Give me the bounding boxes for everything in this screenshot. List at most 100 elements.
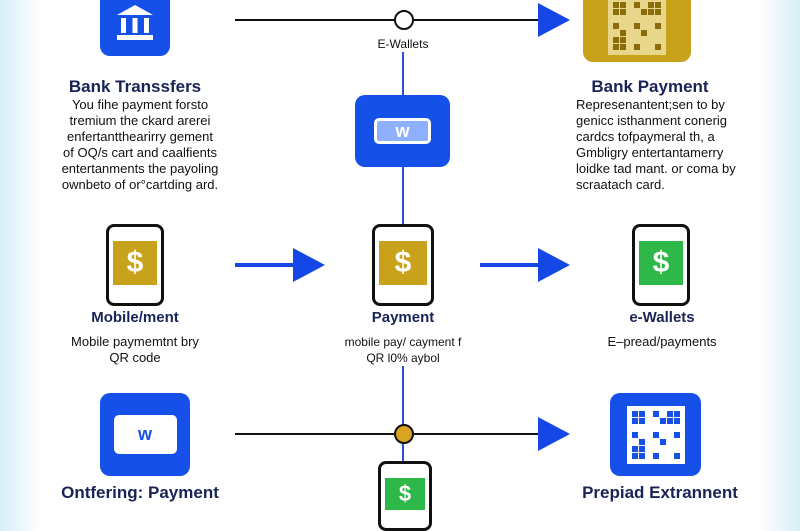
center-label-ewallets: E-Wallets — [377, 37, 429, 51]
qr-code-icon — [608, 0, 666, 55]
qr-module — [655, 37, 661, 43]
desc-line: QR l0% aybol — [366, 351, 440, 365]
qr-module — [639, 432, 645, 438]
dollar-icon: $ — [379, 241, 427, 285]
qr-module — [631, 431, 638, 438]
phone-icon-left: $ — [106, 224, 164, 306]
qr-module — [660, 411, 666, 417]
desc-line: Mobile paymemtnt bry — [71, 334, 199, 349]
bottom-node-circle — [394, 424, 414, 444]
bottom-connector — [235, 433, 540, 435]
qr-module — [667, 453, 673, 459]
qr-module — [659, 417, 666, 424]
offering-payment-title: Ontfering: Payment — [61, 483, 219, 502]
qr-module — [613, 9, 619, 15]
ewallets-desc: E–pread/payments — [577, 334, 747, 350]
desc-line: Gmbligry entertantamerry — [576, 145, 724, 160]
desc-line: mobile pay/ cayment f — [344, 335, 462, 349]
desc-line: entertanments the payoling — [61, 161, 219, 176]
qr-module — [638, 417, 645, 424]
qr-module — [646, 425, 652, 431]
phone-icon-right: $ — [632, 224, 690, 306]
qr-code-icon — [626, 405, 685, 464]
qr-module — [673, 431, 680, 438]
qr-module — [673, 452, 680, 459]
qr-module — [648, 44, 654, 50]
qr-module — [631, 452, 638, 459]
arrow-left — [293, 248, 325, 282]
qr-module — [652, 452, 659, 459]
qr-module — [634, 44, 640, 50]
qr-module — [613, 2, 619, 8]
dollar-icon: $ — [385, 478, 425, 510]
desc-line: QR code — [109, 350, 161, 365]
qr-module — [638, 438, 645, 445]
desc-line: E–pread/payments — [607, 334, 717, 349]
qr-module — [648, 30, 654, 36]
qr-module — [620, 16, 626, 22]
qr-module — [666, 410, 673, 417]
qr-module — [638, 445, 645, 452]
payment-desc: mobile pay/ cayment f QR l0% aybol — [318, 334, 488, 366]
qr-module — [667, 432, 673, 438]
credit-card-icon: w — [374, 118, 431, 144]
qr-module — [652, 410, 659, 417]
qr-icon-tile-top — [583, 0, 691, 62]
qr-module — [634, 9, 640, 15]
qr-module — [646, 453, 652, 459]
bank-icon-tile — [100, 0, 170, 56]
top-node-circle — [394, 10, 414, 30]
qr-module — [627, 2, 633, 8]
dollar-icon: $ — [113, 241, 157, 285]
phone-icon-center: $ — [372, 224, 434, 306]
qr-module — [632, 425, 638, 431]
card-icon-tile-center: w — [355, 95, 450, 167]
center-vline-3 — [402, 366, 404, 462]
qr-module — [627, 44, 633, 50]
qr-module — [646, 418, 652, 424]
qr-module — [667, 446, 673, 452]
qr-module — [655, 44, 661, 50]
bank-icon — [117, 5, 153, 40]
qr-module — [627, 23, 633, 29]
qr-module — [627, 9, 633, 15]
qr-module — [648, 2, 654, 8]
qr-module — [641, 44, 647, 50]
qr-module — [655, 2, 661, 8]
desc-line: genicc isthanment conerig — [576, 113, 728, 128]
qr-module — [631, 445, 638, 452]
qr-module — [641, 23, 647, 29]
arrow-shaft-left — [235, 263, 295, 267]
qr-module — [634, 30, 640, 36]
desc-line: loidke tad mant. or coma by — [576, 161, 736, 176]
top-connector — [235, 19, 540, 21]
qr-icon-tile-bottom — [610, 393, 701, 476]
qr-module — [620, 37, 626, 43]
qr-module — [613, 44, 619, 50]
center-vline-2 — [402, 167, 404, 225]
qr-module — [638, 410, 645, 417]
qr-module — [653, 446, 659, 452]
qr-module — [634, 37, 640, 43]
qr-module — [631, 410, 638, 417]
qr-module — [634, 2, 640, 8]
qr-module — [638, 452, 645, 459]
qr-module — [646, 411, 652, 417]
qr-module — [655, 16, 661, 22]
qr-module — [660, 453, 666, 459]
payment-title: Payment — [371, 309, 435, 326]
qr-module — [627, 30, 633, 36]
qr-module — [652, 431, 659, 438]
qr-module — [655, 9, 661, 15]
qr-module — [666, 417, 673, 424]
qr-module — [660, 432, 666, 438]
qr-module — [639, 425, 645, 431]
qr-module — [653, 425, 659, 431]
qr-module — [641, 9, 647, 15]
arrow-shaft-right — [480, 263, 540, 267]
desc-line: scraatach card. — [576, 177, 665, 192]
qr-module — [646, 439, 652, 445]
qr-module — [667, 439, 673, 445]
qr-module — [620, 23, 626, 29]
